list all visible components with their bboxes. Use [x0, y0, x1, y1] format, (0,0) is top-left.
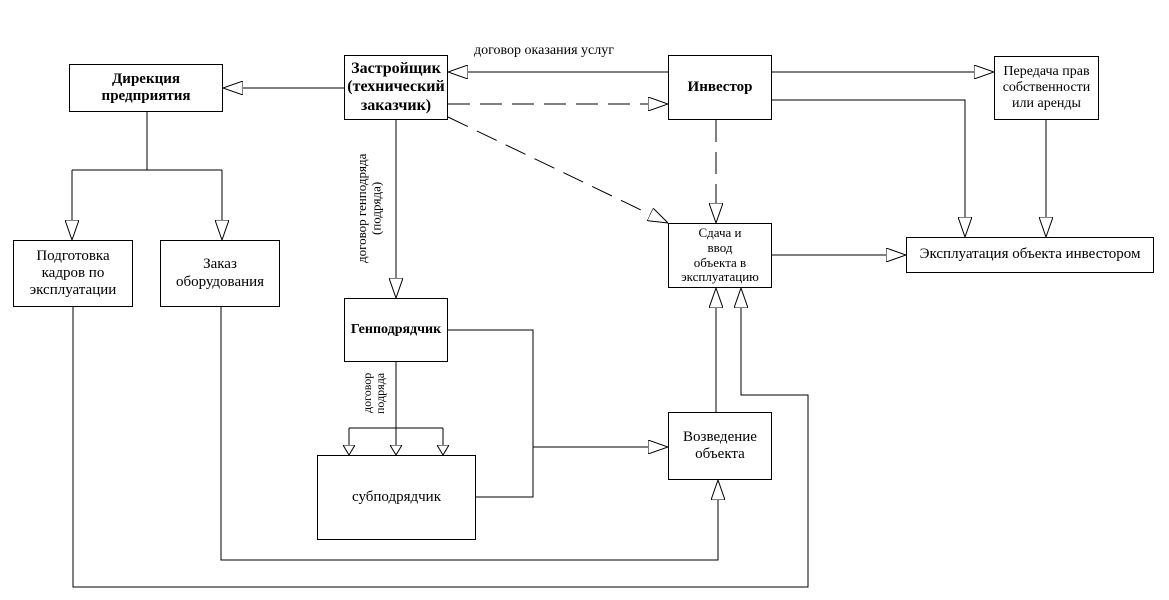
label-dogovor-uslug: договор оказания услуг	[474, 43, 614, 58]
node-podgotovka: Подготовка кадров по эксплуатации	[13, 240, 133, 307]
node-sdacha: Сдача и ввод объекта в эксплуатацию	[668, 223, 772, 288]
node-peredacha: Передача прав собственности или аренды	[994, 56, 1099, 120]
node-subpodryadchik: субподрядчик	[317, 455, 476, 540]
node-zastroyshchik: Застройщик (технический заказчик)	[344, 55, 448, 120]
node-zakaz: Заказ оборудования	[160, 240, 280, 307]
edge-podgotovka-sdacha	[72, 288, 809, 588]
label-dogovor-genpodryada: договор генподряда (подряда)	[354, 153, 384, 263]
node-direktsiya: Дирекция предприятия	[69, 64, 223, 112]
edge-investor-ekspluatatsiya	[772, 99, 965, 237]
node-investor: Инвестор	[668, 55, 772, 120]
node-genpodryadchik: Генподрядчик	[344, 298, 448, 362]
node-vozvedenie: Возведение объекта	[668, 412, 772, 480]
edge-sdacha-zastroyshchik-dashed	[448, 117, 668, 223]
label-dogovor-podryada: договор подряда	[360, 372, 388, 414]
edge-zakaz-vozvedenie	[220, 307, 718, 561]
edge-genpodryadchik-vozvedenie	[448, 329, 534, 498]
node-ekspluatatsiya: Эксплуатация объекта инвестором	[906, 237, 1154, 273]
